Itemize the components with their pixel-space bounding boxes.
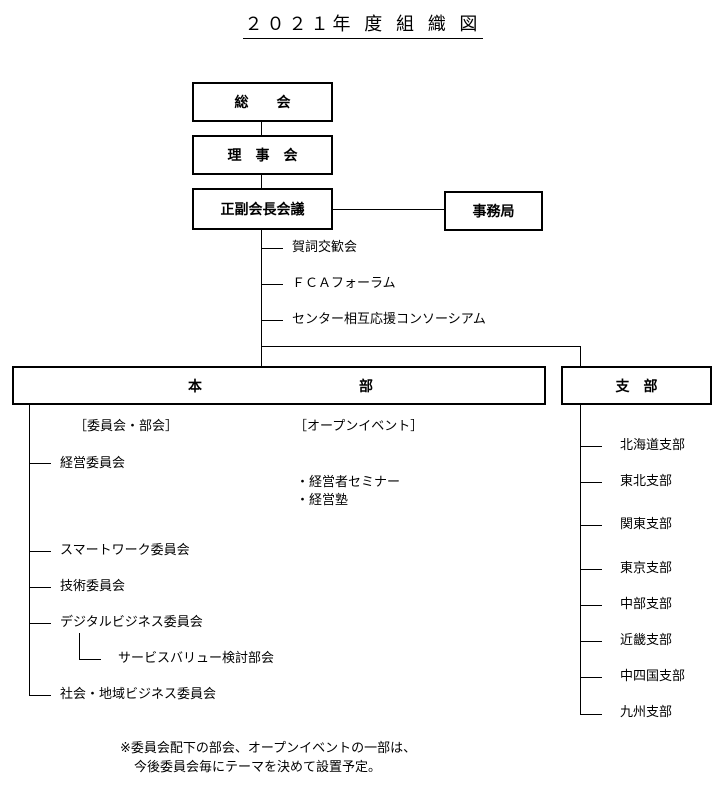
connector-line [333,209,444,210]
connector-line [261,175,262,188]
connector-line [29,623,51,624]
page-title: ２０２１年 度 組 織 図 [243,10,483,39]
committee-item: 技術委員会 [60,579,126,594]
branch-item: 中四国支部 [620,669,686,684]
connector-line [29,463,51,464]
events-header: ［オープンイベント］ [294,419,424,434]
branch-item: 近畿支部 [620,633,673,648]
connector-line [261,248,283,249]
connector-line [29,695,51,696]
headquarters-box: 本 部 [12,366,546,405]
branch-label: 支 部 [615,378,658,395]
connector-line [79,659,101,660]
event-item: ・経営塾 [296,493,349,508]
connector-line [580,677,602,678]
secretariat-box: 事務局 [444,191,543,231]
footnote-line: ※委員会配下の部会、オープンイベントの一部は、 [120,741,417,756]
board-box: 理 事 会 [192,135,333,175]
connector-line [29,587,51,588]
connector-line [261,346,580,347]
council-box: 正副会長会議 [192,188,333,230]
committee-item: スマートワーク委員会 [60,543,190,558]
connector-line [580,482,602,483]
connector-line [261,284,283,285]
general-assembly-box: 総 会 [192,82,333,122]
footnote-line: 今後委員会毎にテーマを決めて設置予定。 [134,760,382,775]
connector-line [580,446,602,447]
connector-line [79,633,80,659]
connector-line [580,569,602,570]
branch-item: 九州支部 [620,705,673,720]
branch-box: 支 部 [561,366,712,405]
connector-line [29,551,51,552]
general-assembly-label: 総 会 [234,95,291,111]
branch-item: 中部支部 [620,597,673,612]
headquarters-label-right: 部 [359,378,373,395]
board-label: 理 事 会 [227,148,298,164]
branch-item: 北海道支部 [620,438,686,453]
committee-item: デジタルビジネス委員会 [60,615,203,630]
branch-item: 東京支部 [620,561,673,576]
connector-line [580,605,602,606]
branch-item: 東北支部 [620,474,673,489]
council-item: ＦＣＡフォーラム [292,276,396,291]
subcommittee-item: サービスバリュー検討部会 [118,651,275,666]
council-label: 正副会長会議 [220,202,305,218]
branch-item: 関東支部 [620,517,673,532]
connector-line [261,320,283,321]
connector-line [580,346,581,366]
committee-item: 経営委員会 [60,456,126,471]
connector-line [261,122,262,135]
council-item: センター相互応援コンソーシアム [292,312,486,327]
secretariat-label: 事務局 [472,204,515,220]
council-trunk-line [261,230,262,366]
branches-trunk-line [580,405,581,715]
headquarters-label-left: 本 [188,378,202,395]
council-item: 賀詞交歓会 [292,240,358,255]
connector-line [580,525,602,526]
committees-trunk-line [29,405,30,696]
connector-line [580,641,602,642]
committees-header: ［委員会・部会］ [74,419,179,434]
committee-item: 社会・地域ビジネス委員会 [60,687,217,702]
event-item: ・経営者セミナー [296,475,401,490]
connector-line [580,714,602,715]
